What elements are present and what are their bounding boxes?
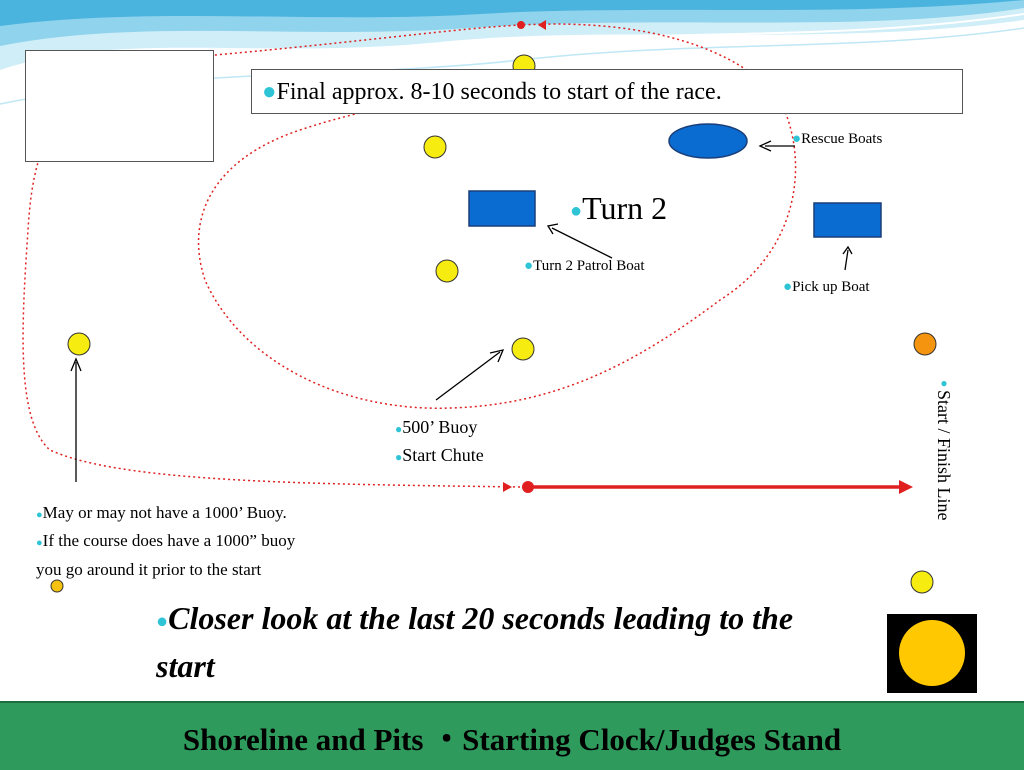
- small-buoy: [50, 579, 64, 593]
- start-finish-label: ●Start / Finish Line: [934, 376, 954, 521]
- turn2-patrol-boat: [468, 190, 536, 227]
- bullet-icon: ●: [395, 450, 403, 464]
- start-line-arrowhead: [899, 480, 913, 494]
- closer-look-text: ●Closer look at the last 20 seconds lead…: [156, 600, 794, 684]
- turn2-patrol-label: ●Turn 2 Patrol Boat: [524, 258, 645, 274]
- buoy: [423, 135, 447, 159]
- buoy1000-note-line3: you go around it prior to the start: [36, 560, 262, 579]
- start-line-endpoint: [522, 481, 534, 493]
- bullet-icon: ●: [262, 79, 277, 105]
- bullet-icon: ●: [36, 537, 43, 549]
- finish-buoy: [910, 570, 934, 594]
- blank-panel: [25, 50, 214, 162]
- bullet-icon: ●: [156, 610, 169, 633]
- pickup-boat-label: ●Pick up Boat: [783, 279, 870, 295]
- shoreline-footer: Shoreline and Pits ・Starting Clock/Judge…: [0, 701, 1024, 770]
- course-marker: [517, 21, 525, 29]
- buoy1000-note-line1: ●May or may not have a 1000’ Buoy.: [36, 503, 287, 522]
- buoy1000-note-line2: ●If the course does have a 1000” buoy: [36, 531, 296, 550]
- buoy-500: [511, 337, 535, 361]
- bullet-icon: ●: [792, 131, 802, 147]
- start-chute-label: ●Start Chute: [395, 445, 484, 465]
- buoy: [435, 259, 459, 283]
- bullet-icon: ●: [783, 279, 793, 295]
- starting-clock: [899, 620, 965, 686]
- bullet-icon: ●: [570, 200, 583, 223]
- bullet-icon: ●: [524, 258, 534, 274]
- buoy-1000: [67, 332, 91, 356]
- course-arrowhead: [538, 20, 546, 30]
- wave-banner: [0, 0, 1024, 105]
- buoy500-label: ●500’ Buoy: [395, 417, 478, 437]
- slide-title: ●Final approx. 8-10 seconds to start of …: [251, 69, 963, 114]
- bullet-icon: ●: [36, 509, 43, 521]
- rescue-boats-label: ●Rescue Boats: [792, 131, 883, 147]
- bullet-icon: ●: [395, 422, 403, 436]
- orange-buoy: [913, 332, 937, 356]
- course-arrowhead: [503, 482, 512, 492]
- bullet-icon: ●: [937, 376, 951, 390]
- pointer-arrows: [70, 140, 853, 482]
- rescue-boat: [668, 123, 748, 159]
- pickup-boat: [813, 202, 882, 238]
- turn2-label: ●Turn 2: [570, 190, 668, 226]
